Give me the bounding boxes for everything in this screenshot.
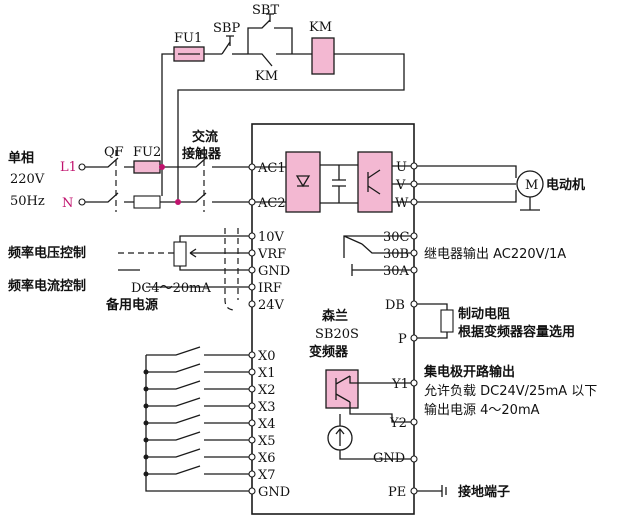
term-30b: 30B [383, 247, 409, 262]
term-x2: X2 [258, 383, 276, 398]
l1-label: L1 [60, 160, 77, 175]
rectifier-block [285, 151, 321, 213]
km-coil-label: KM [309, 20, 332, 35]
right-terminal-labels: U V W 30C 30B 30A DB P Y1 Y2 GND PE [373, 160, 410, 500]
inverter-block [357, 151, 393, 213]
pe-ground: 接地端子 [417, 484, 510, 500]
vfd-box [251, 123, 415, 515]
term-vrf: VRF [257, 247, 286, 262]
contactor-label-1: 交流 [192, 129, 218, 145]
dc-range-label: DC4～20mA [131, 281, 212, 296]
brake-label-2: 根据变频器容量选用 [458, 324, 575, 340]
supply-voltage: 220V [10, 172, 45, 187]
term-x4: X4 [258, 417, 276, 432]
motor: M 电动机 [417, 165, 585, 211]
supply-phase: 单相 [8, 150, 34, 166]
fu2-fuse-l1 [133, 160, 161, 174]
term-v: V [395, 178, 406, 193]
qf-label: QF [104, 145, 124, 160]
potentiometer [173, 241, 187, 267]
term-24v: 24V [258, 298, 285, 313]
term-30c: 30C [383, 230, 410, 245]
term-u: U [396, 160, 407, 175]
relay-output: 继电器输出 AC220V/1A [343, 235, 566, 276]
n-label: N [62, 196, 73, 211]
vfd-label-brand: 森兰 [322, 308, 348, 324]
fu1-label: FU1 [174, 31, 202, 46]
ground-label: 接地端子 [458, 484, 510, 500]
term-ac2: AC2 [257, 196, 286, 211]
term-x0: X0 [258, 349, 276, 364]
brake-label-1: 制动电阻 [458, 306, 510, 322]
oc-label-3: 输出电源 4～20mA [424, 402, 540, 418]
term-gnd-bottom: GND [258, 485, 290, 500]
motor-label: 电动机 [546, 177, 585, 193]
term-x1: X1 [258, 366, 276, 381]
term-x3: X3 [258, 400, 276, 415]
sbt-label: SBT [252, 3, 279, 18]
digital-inputs [143, 346, 249, 492]
term-10v: 10V [258, 230, 285, 245]
term-x7: X7 [258, 468, 276, 483]
oc-label-2: 允许负载 DC24V/25mA 以下 [424, 383, 597, 399]
vfd-internal [252, 151, 414, 213]
term-irf: IRF [258, 281, 282, 296]
motor-letter: M [525, 178, 538, 193]
left-terminal-labels: AC1 AC2 10V VRF GND IRF 24V X0 X1 X2 X3 … [257, 161, 290, 500]
brake-resistor: 制动电阻 根据变频器容量选用 [417, 303, 575, 340]
fu2-label: FU2 [133, 145, 161, 160]
oc-label-1: 集电极开路输出 [423, 364, 515, 380]
supply-freq: 50Hz [10, 194, 45, 209]
term-gnd1: GND [258, 264, 290, 279]
term-x6: X6 [258, 451, 276, 466]
freq-current-label: 频率电流控制 [8, 278, 86, 294]
term-30a: 30A [383, 264, 410, 279]
term-y1: Y1 [391, 377, 409, 392]
open-collector: 集电极开路输出 允许负载 DC24V/25mA 以下 输出电源 4～20mA [325, 364, 597, 460]
control-circuit: FU1 SBP SBT KM KM [161, 3, 405, 201]
oc-transistor [325, 369, 359, 409]
sbp-label: SBP [213, 21, 240, 36]
km-coil [311, 37, 335, 75]
term-pe: PE [388, 485, 406, 500]
term-p: P [398, 332, 407, 347]
analog-inputs: 频率电压控制 频率电流控制 DC4～20mA 备用电源 [8, 228, 249, 313]
term-w: W [395, 196, 409, 211]
freq-voltage-label: 频率电压控制 [8, 245, 86, 261]
relay-output-label: 继电器输出 AC220V/1A [424, 246, 566, 262]
term-db: DB [385, 298, 405, 313]
vfd-label-type: 变频器 [309, 344, 349, 360]
term-x5: X5 [258, 434, 276, 449]
power-supply: 单相 220V 50Hz L1 N QF FU2 交流 接触器 [8, 129, 252, 212]
term-ac1: AC1 [257, 161, 286, 176]
km-contact-label: KM [255, 69, 278, 84]
brake-resistor-symbol [440, 309, 454, 333]
backup-power-label: 备用电源 [105, 297, 158, 313]
vfd-label-model: SB20S [315, 327, 359, 342]
contactor-label-2: 接触器 [182, 146, 222, 162]
term-y2: Y2 [389, 416, 407, 431]
